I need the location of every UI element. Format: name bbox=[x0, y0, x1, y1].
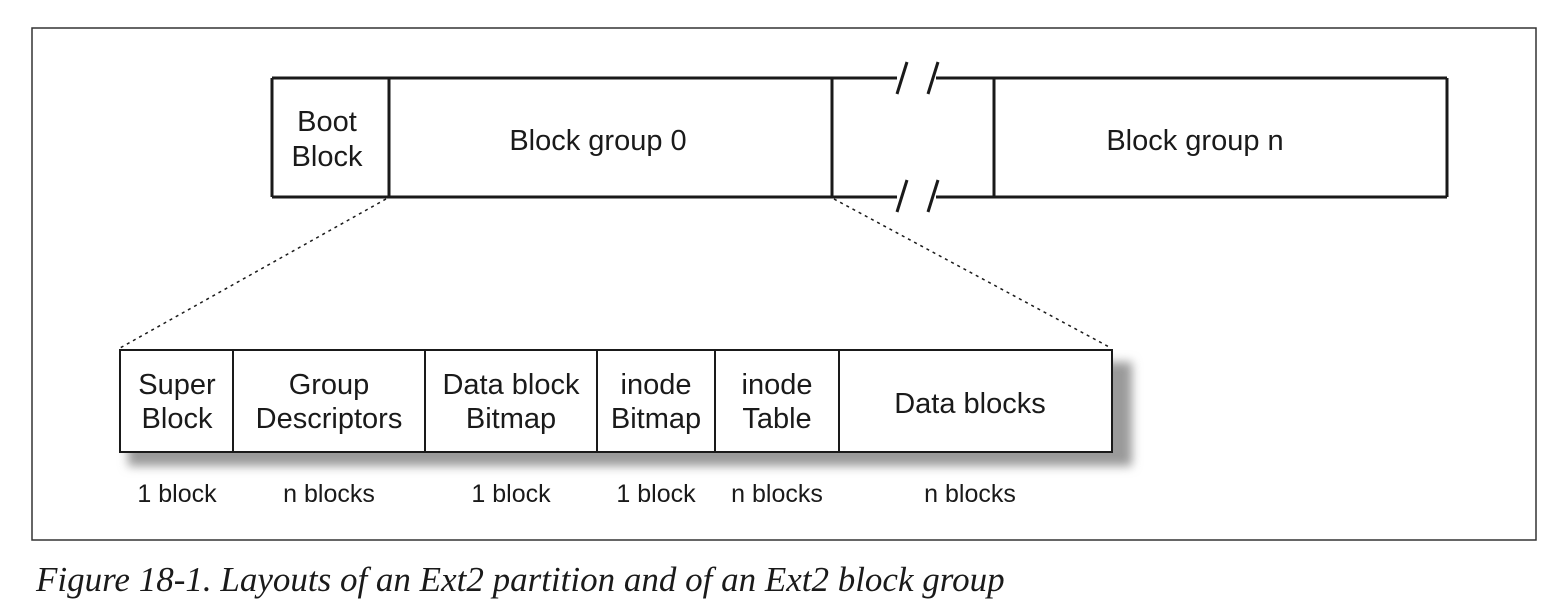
break-mark-top bbox=[895, 61, 940, 95]
block-group-0-label: Block group 0 bbox=[509, 125, 686, 157]
data-block-bitmap-label-line2: Bitmap bbox=[466, 403, 556, 435]
block-group-box bbox=[119, 349, 1113, 453]
figure-caption: Figure 18-1. Layouts of an Ext2 partitio… bbox=[35, 560, 1005, 599]
group-descriptors-label-line1: Group bbox=[289, 369, 370, 401]
size-label-group-descriptors: n blocks bbox=[283, 480, 375, 508]
group-descriptors-label-line2: Descriptors bbox=[256, 403, 403, 435]
break-mark-bottom bbox=[895, 179, 940, 213]
size-label-inode-table: n blocks bbox=[731, 480, 823, 508]
boot-block-label-line1: Boot bbox=[297, 106, 357, 138]
size-label-inode-bitmap: 1 block bbox=[616, 480, 696, 508]
size-label-super-block: 1 block bbox=[137, 480, 217, 508]
super-block-label-line1: Super bbox=[138, 369, 216, 401]
inode-table-label-line1: inode bbox=[742, 369, 813, 401]
block-group-n-label: Block group n bbox=[1106, 125, 1283, 157]
boot-block-label-line2: Block bbox=[292, 141, 363, 173]
expansion-line-right bbox=[833, 198, 1112, 349]
size-label-data-blocks: n blocks bbox=[924, 480, 1016, 508]
size-label-data-block-bitmap: 1 block bbox=[471, 480, 551, 508]
partition-row: Boot Block Block group 0 Block group n bbox=[270, 61, 1449, 213]
data-block-bitmap-label-line1: Data block bbox=[442, 369, 580, 401]
figure-frame bbox=[31, 27, 1537, 541]
size-labels: 1 block n blocks 1 block 1 block n block… bbox=[137, 480, 1015, 508]
inode-bitmap-label-line1: inode bbox=[621, 369, 692, 401]
inode-bitmap-label-line2: Bitmap bbox=[611, 403, 701, 435]
super-block-label-line2: Block bbox=[142, 403, 213, 435]
expansion-line-left bbox=[119, 198, 387, 349]
inode-table-label-line2: Table bbox=[742, 403, 811, 435]
data-blocks-label: Data blocks bbox=[894, 388, 1046, 420]
block-group-row: Super Block Group Descriptors Data block… bbox=[119, 349, 1132, 466]
